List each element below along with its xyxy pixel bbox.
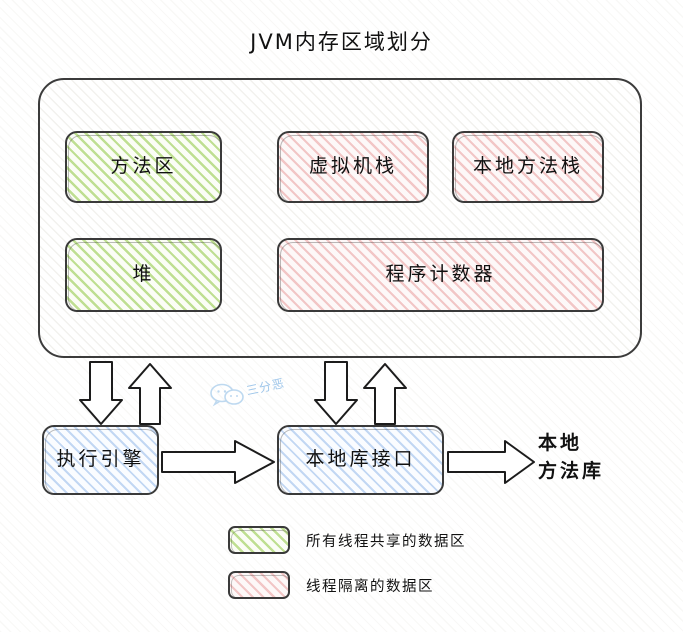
- region-box-method-area[interactable]: 方法区: [65, 131, 222, 203]
- label-native-method-library-line1: 本地: [538, 432, 583, 454]
- box-native-library-interface[interactable]: 本地库接口: [277, 425, 444, 495]
- legend-swatch-shared: [228, 526, 290, 554]
- region-label-method-area: 方法区: [110, 155, 177, 178]
- legend-item-isolated: 线程隔离的数据区: [228, 571, 434, 599]
- region-label-vm-stack: 虚拟机栈: [308, 155, 397, 178]
- region-box-vm-stack[interactable]: 虚拟机栈: [277, 131, 429, 203]
- watermark-text: 三分恶: [245, 376, 287, 398]
- arrow-up-from-native-library-interface: [363, 363, 407, 425]
- arrow-execution-engine-to-native-library-interface: [161, 440, 275, 484]
- arrow-down-to-native-library-interface: [314, 361, 358, 425]
- label-native-library-interface: 本地库接口: [305, 448, 416, 471]
- arrow-native-library-interface-to-native-method-library: [447, 440, 535, 484]
- region-label-heap: 堆: [132, 263, 155, 286]
- arrow-down-to-execution-engine: [79, 361, 123, 425]
- region-label-program-counter-register: 程序计数器: [385, 263, 496, 286]
- region-box-program-counter-register[interactable]: 程序计数器: [277, 238, 604, 312]
- region-box-heap[interactable]: 堆: [65, 238, 222, 312]
- region-label-native-method-stack: 本地方法栈: [472, 155, 583, 178]
- box-execution-engine[interactable]: 执行引擎: [42, 425, 159, 495]
- label-native-method-library: 本地 方法库: [538, 430, 658, 485]
- region-box-native-method-stack[interactable]: 本地方法栈: [452, 131, 604, 203]
- wechat-icon: [210, 383, 244, 407]
- legend-label-isolated: 线程隔离的数据区: [306, 578, 434, 595]
- legend-item-shared: 所有线程共享的数据区: [228, 526, 466, 554]
- page-title: JVM内存区域划分: [250, 30, 433, 54]
- label-execution-engine: 执行引擎: [56, 448, 145, 471]
- jvm-runtime-data-area-container: [38, 78, 642, 358]
- legend-label-shared: 所有线程共享的数据区: [306, 533, 466, 550]
- arrow-up-from-execution-engine: [128, 363, 172, 425]
- label-native-method-library-line2: 方法库: [538, 459, 605, 482]
- legend-swatch-isolated: [228, 571, 290, 599]
